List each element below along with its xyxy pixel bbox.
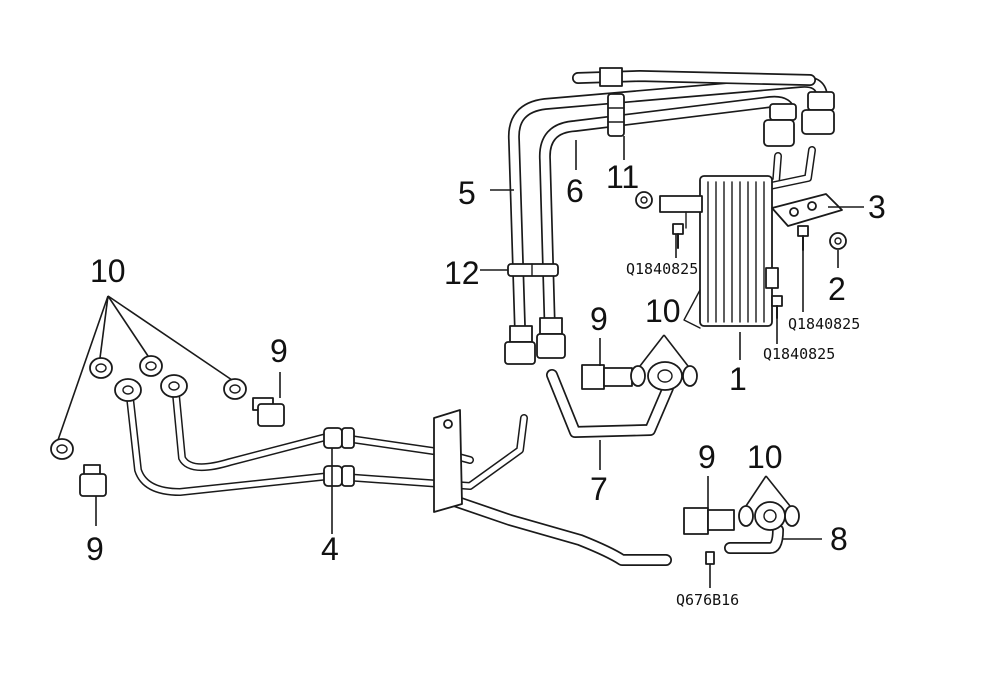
callout-9-right: 9 <box>698 439 716 475</box>
hose-6-end-fitting <box>536 317 566 359</box>
nut-top-left <box>635 191 653 209</box>
pipe-4-upper <box>126 394 528 496</box>
callout-5: 5 <box>458 175 476 211</box>
bolt-c <box>771 295 783 319</box>
callout-7: 7 <box>590 471 608 507</box>
bolt-a <box>672 223 684 249</box>
callout-10-mid: 10 <box>645 293 681 329</box>
bolt-b <box>797 225 809 251</box>
callout-12: 12 <box>444 255 480 291</box>
callout-3: 3 <box>868 189 886 225</box>
banjo-fitting-8 <box>754 501 786 531</box>
hose-5-end-fitting <box>504 325 536 365</box>
pipe-4-lower <box>172 391 474 472</box>
leader-lines <box>57 136 864 588</box>
hose-5 <box>507 75 828 336</box>
hose-clamp-12 <box>507 263 559 277</box>
pipe-8 <box>724 524 784 554</box>
callout-9-left: 9 <box>86 531 104 567</box>
plug-q676b16 <box>705 551 715 565</box>
callout-6: 6 <box>566 173 584 209</box>
callout-2: 2 <box>828 271 846 307</box>
banjo-bolt-9-right <box>683 507 735 535</box>
part-code-d: Q676B16 <box>676 591 739 609</box>
callout-1: 1 <box>729 361 747 397</box>
washers-10-right <box>738 505 800 527</box>
callout-4: 4 <box>321 531 339 567</box>
pipe-4-bracket <box>433 409 463 513</box>
part-code-a: Q1840825 <box>626 260 698 278</box>
oil-cooler <box>659 146 816 329</box>
washers-10-left <box>50 355 247 460</box>
banjo-fittings-4 <box>114 374 188 402</box>
banjo-bolt-9-left <box>79 464 107 497</box>
callout-8: 8 <box>830 521 848 557</box>
pipe-4-hose <box>434 490 672 566</box>
part-code-c: Q1840825 <box>763 345 835 363</box>
nut-2 <box>829 232 847 250</box>
banjo-bolt-9-upper-left <box>252 397 285 427</box>
hose-top-end-fittings <box>763 91 835 147</box>
callout-10-right: 10 <box>747 439 783 475</box>
banjo-fitting-7 <box>647 361 683 391</box>
hose-clamp-11 <box>607 93 625 137</box>
banjo-bolt-9-mid <box>581 364 633 390</box>
pipe-7 <box>546 369 674 438</box>
pipe-4-joints <box>323 427 355 487</box>
callout-11: 11 <box>606 159 639 195</box>
callout-9-upper-left: 9 <box>270 333 288 369</box>
part-code-b: Q1840825 <box>788 315 860 333</box>
callout-10-left: 10 <box>90 253 126 289</box>
mounting-bracket <box>771 193 843 227</box>
hose-top-return <box>572 67 816 87</box>
washer-10-mid <box>630 365 698 387</box>
callout-9-mid: 9 <box>590 301 608 337</box>
